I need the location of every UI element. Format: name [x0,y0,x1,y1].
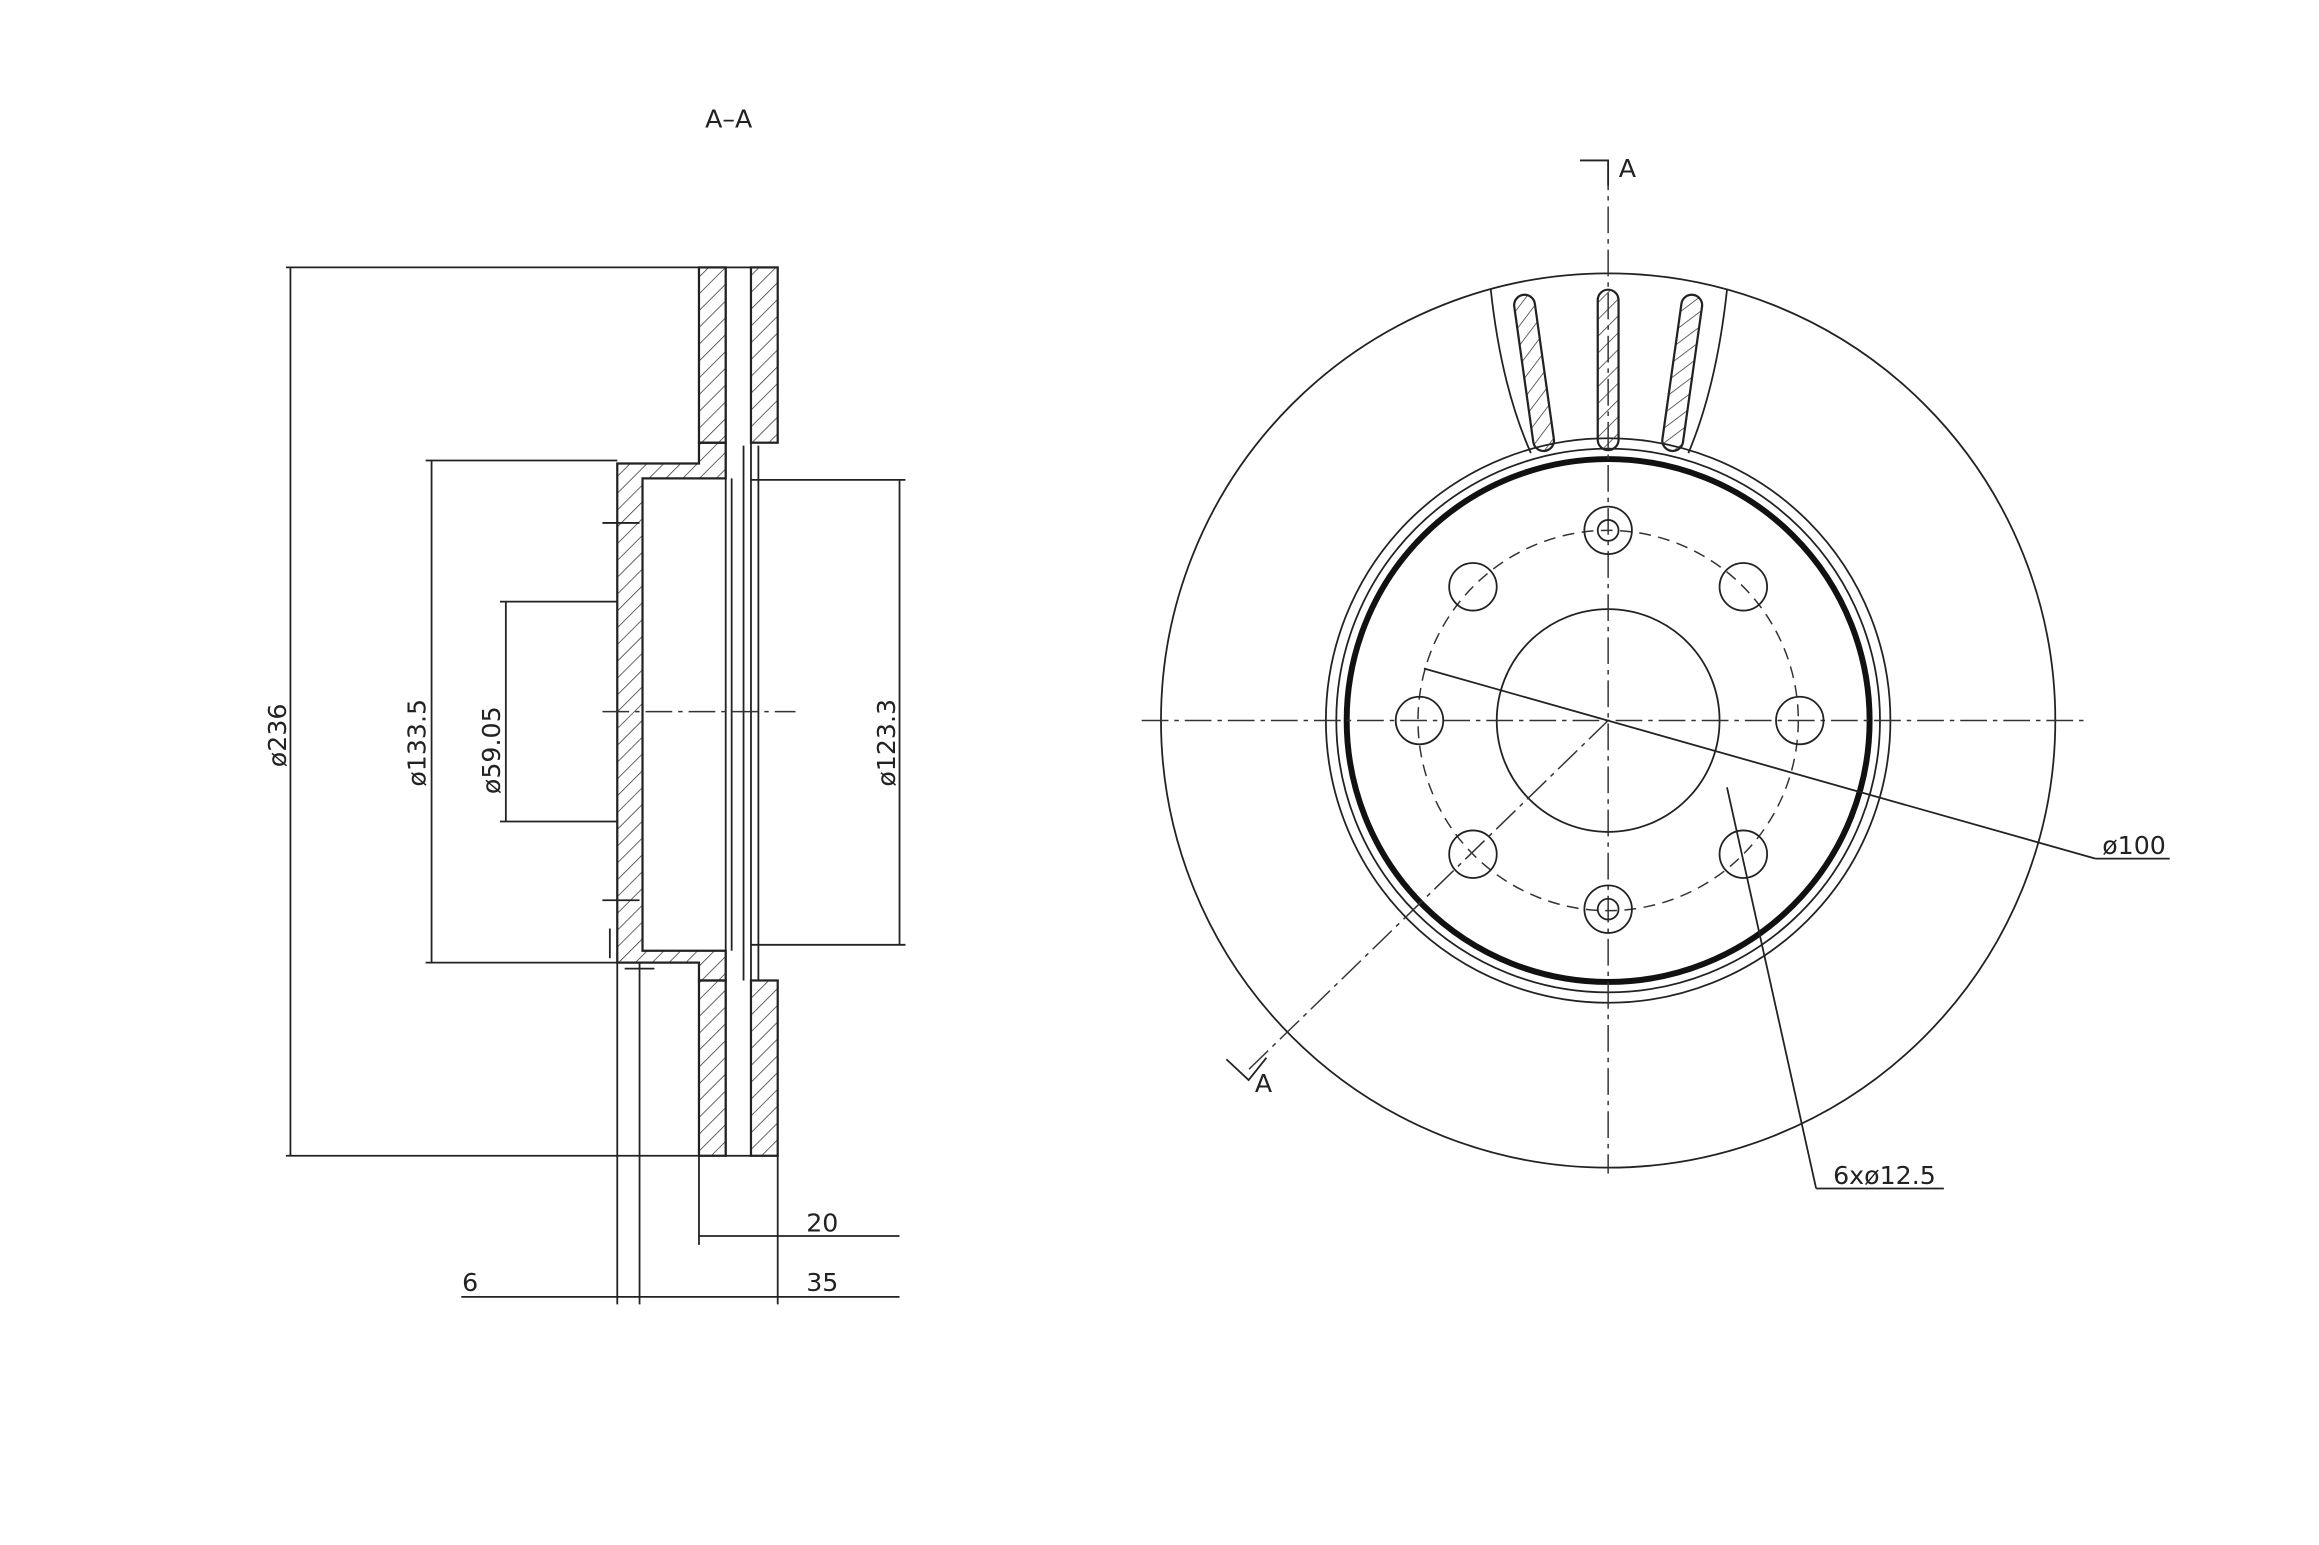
section-title: A–A [705,105,753,134]
section-marker-top: A [1619,154,1637,183]
friction-face-outer-bottom [697,979,727,1157]
section-view: ø236 ø133.5 ø59.05 ø123.3 20 35 6 [263,266,906,1305]
holes-label: 6xø12.5 [1833,1161,1936,1190]
inner-diameter-label: ø123.3 [872,699,901,787]
friction-face-inner-top [749,266,779,444]
bolt-holes [1394,505,1825,934]
friction-face-outer-top [697,266,727,444]
hat-thickness-label: 6 [462,1268,478,1297]
cooling-vanes [1489,288,1728,454]
outer-diameter-label: ø236 [263,704,292,768]
pcd-label: ø100 [2102,831,2166,860]
height-label: 35 [806,1268,838,1297]
thickness-label: 20 [806,1209,838,1238]
front-view: A A ø100 6xø12.5 [1141,154,2170,1190]
friction-face-inner-bottom [749,979,779,1157]
center-bore-label: ø59.05 [477,706,506,794]
hat-diameter-label: ø133.5 [403,699,432,787]
section-marker-bottom: A [1255,1069,1273,1098]
